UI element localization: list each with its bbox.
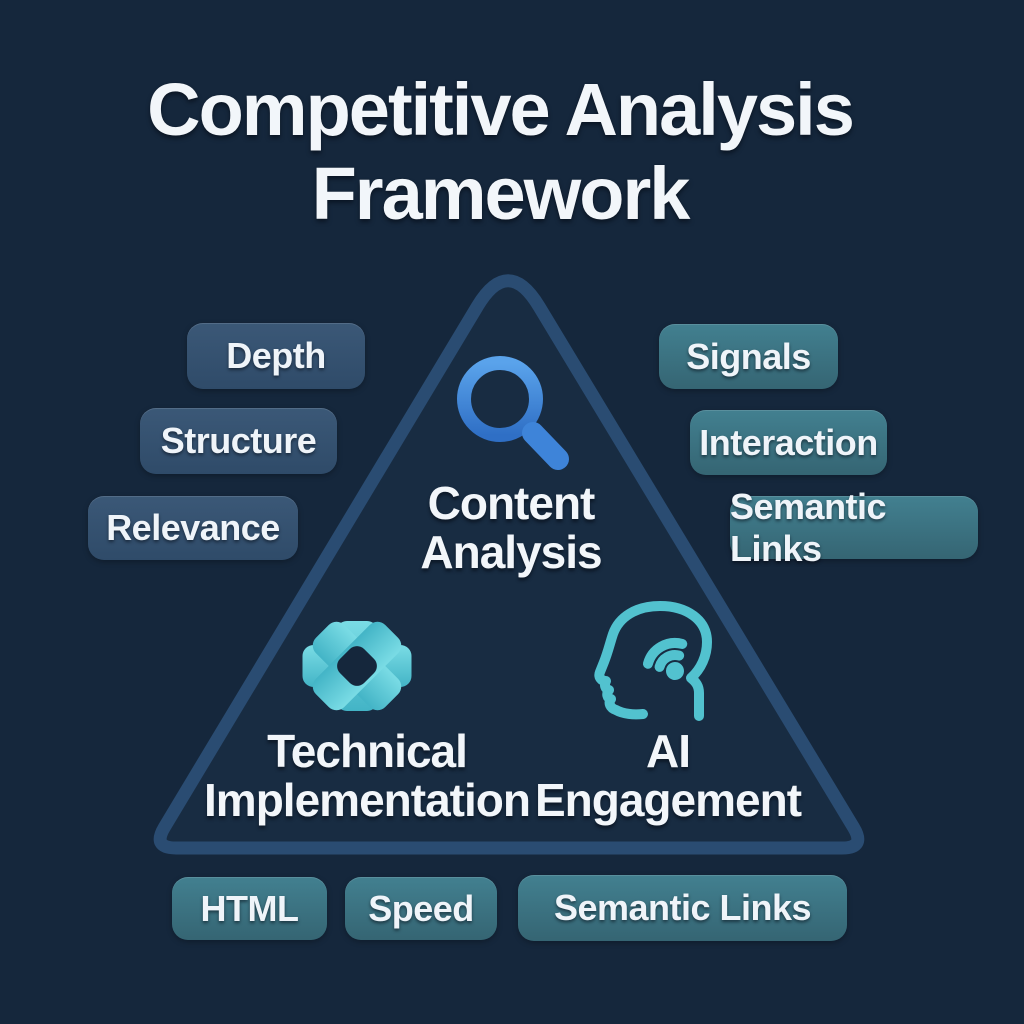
node-technical-implementation-line2: Implementation [204,774,531,826]
badge-depth: Depth [187,323,365,389]
badge-structure: Structure [140,408,337,474]
node-ai-engagement: AI Engagement [518,727,818,825]
node-content-analysis-line1: Content [427,477,596,529]
node-ai-engagement-line2: Engagement [534,774,802,826]
magnifier-icon [457,356,569,470]
badge-semantic-links-right: Semantic Links [730,486,978,569]
node-technical-implementation: Technical Implementation [167,727,567,825]
badge-interaction: Interaction [690,410,887,475]
node-technical-implementation-line1: Technical [267,725,468,777]
badge-relevance: Relevance [88,496,298,560]
page-title: Competitive Analysis Framework [0,68,1000,236]
node-content-analysis-line2: Analysis [420,526,602,578]
node-ai-engagement-line1: AI [646,725,691,777]
gear-icon [302,621,412,711]
page-title-line1: Competitive Analysis [147,68,855,151]
node-content-analysis: Content Analysis [361,479,661,577]
badge-signals: Signals [659,324,838,389]
badge-speed: Speed [345,877,497,940]
page-title-line2: Framework [311,152,691,235]
badge-semantic-links-bottom: Semantic Links [518,875,847,941]
badge-html: HTML [172,877,327,940]
head-wifi-icon [594,601,712,721]
